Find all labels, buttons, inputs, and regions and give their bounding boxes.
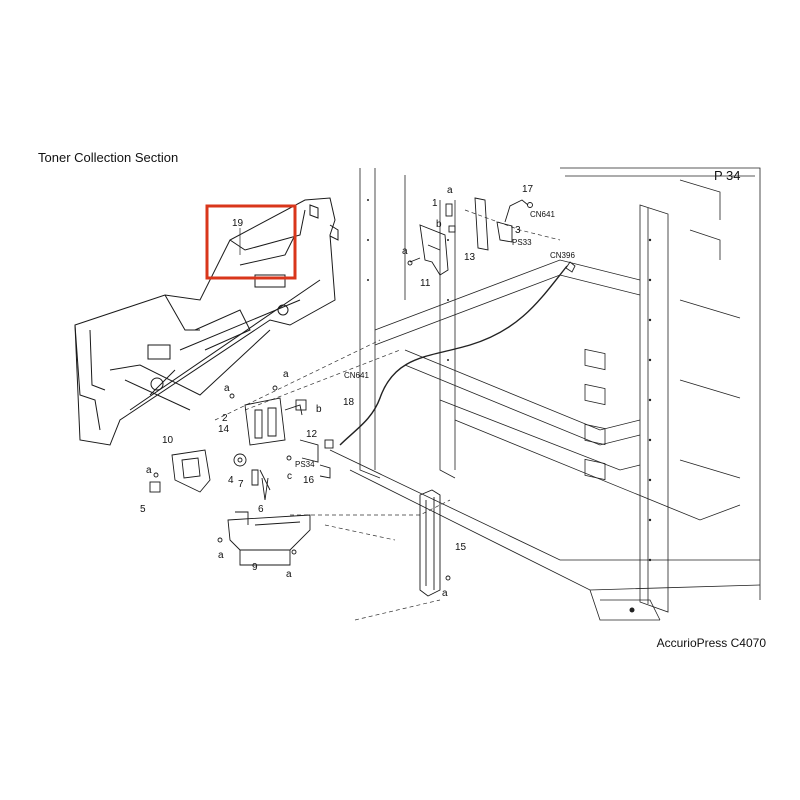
page-number: P 34 [714, 168, 741, 183]
callout-19: 19 [232, 218, 244, 229]
highlight-box [205, 204, 297, 280]
upper-bracket-group [407, 197, 533, 276]
callout-14: 14 [218, 424, 230, 435]
callout-9: 9 [252, 562, 258, 573]
label-cn641-lower: CN641 [344, 371, 369, 380]
callout-a: a [286, 569, 292, 580]
callout-a: a [447, 185, 453, 196]
callout-16: 16 [303, 475, 315, 486]
middle-bracket-group [229, 385, 334, 501]
callout-c: c [287, 471, 292, 482]
callout-a: a [442, 588, 448, 599]
label-ps33: PS33 [512, 238, 532, 247]
label-cn641-upper: CN641 [530, 210, 555, 219]
bracket-10 [149, 449, 211, 493]
callout-10: 10 [162, 435, 174, 446]
callout-a: a [224, 383, 230, 394]
callout-13: 13 [464, 252, 476, 263]
section-title: Toner Collection Section [38, 150, 179, 165]
callout-a: a [218, 550, 224, 561]
callout-17: 17 [522, 184, 534, 195]
callout-7: 7 [238, 479, 244, 490]
callout-5: 5 [140, 504, 146, 515]
callout-3: 3 [515, 225, 521, 236]
callout-12: 12 [306, 429, 318, 440]
label-ps34: PS34 [295, 460, 315, 469]
callout-a: a [146, 465, 152, 476]
model-name: AccurioPress C4070 [656, 636, 766, 650]
callout-labels: 1 a b 3 17 CN641 PS33 a 13 11 CN396 CN64… [140, 184, 575, 599]
rail-15 [419, 489, 451, 597]
callout-a: a [402, 246, 408, 257]
tray-9 [217, 511, 311, 566]
callout-b: b [436, 219, 442, 230]
callout-6: 6 [258, 504, 264, 515]
callout-11: 11 [420, 278, 431, 289]
callout-a: a [283, 369, 289, 380]
callout-18: 18 [343, 397, 355, 408]
callout-1: 1 [432, 198, 438, 209]
callout-b: b [316, 404, 322, 415]
callout-2: 2 [222, 413, 228, 424]
wire-cn396 [339, 265, 568, 446]
toner-collection-box [74, 197, 339, 446]
callout-4: 4 [228, 475, 234, 486]
callout-15: 15 [455, 542, 467, 553]
label-cn396: CN396 [550, 251, 575, 260]
leader-lines [214, 209, 561, 621]
machine-frame [329, 167, 761, 621]
